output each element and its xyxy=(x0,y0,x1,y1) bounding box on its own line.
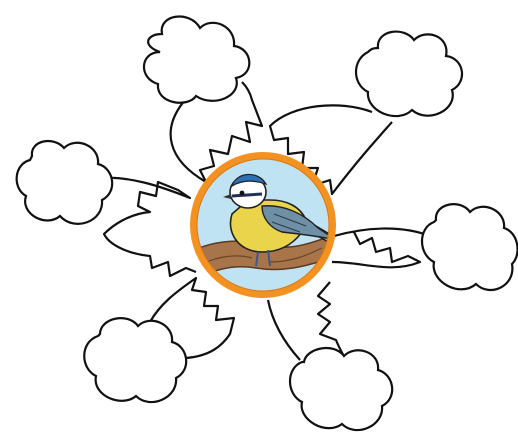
branch-bottom-left xyxy=(84,278,234,402)
branch-right xyxy=(332,204,518,290)
cloud-top-left[interactable] xyxy=(144,17,249,103)
cloud-right[interactable] xyxy=(422,204,518,290)
branch-left xyxy=(17,141,196,276)
cloud-left[interactable] xyxy=(17,141,113,224)
branch-left-connector xyxy=(100,178,196,276)
branch-right-connector xyxy=(332,229,430,268)
cloud-bottom-right[interactable] xyxy=(290,348,392,430)
center-picture xyxy=(190,152,336,298)
cloud-bottom-left[interactable] xyxy=(84,318,186,402)
branch-bottom-right xyxy=(268,282,392,430)
cloud-top-right[interactable] xyxy=(356,32,462,116)
